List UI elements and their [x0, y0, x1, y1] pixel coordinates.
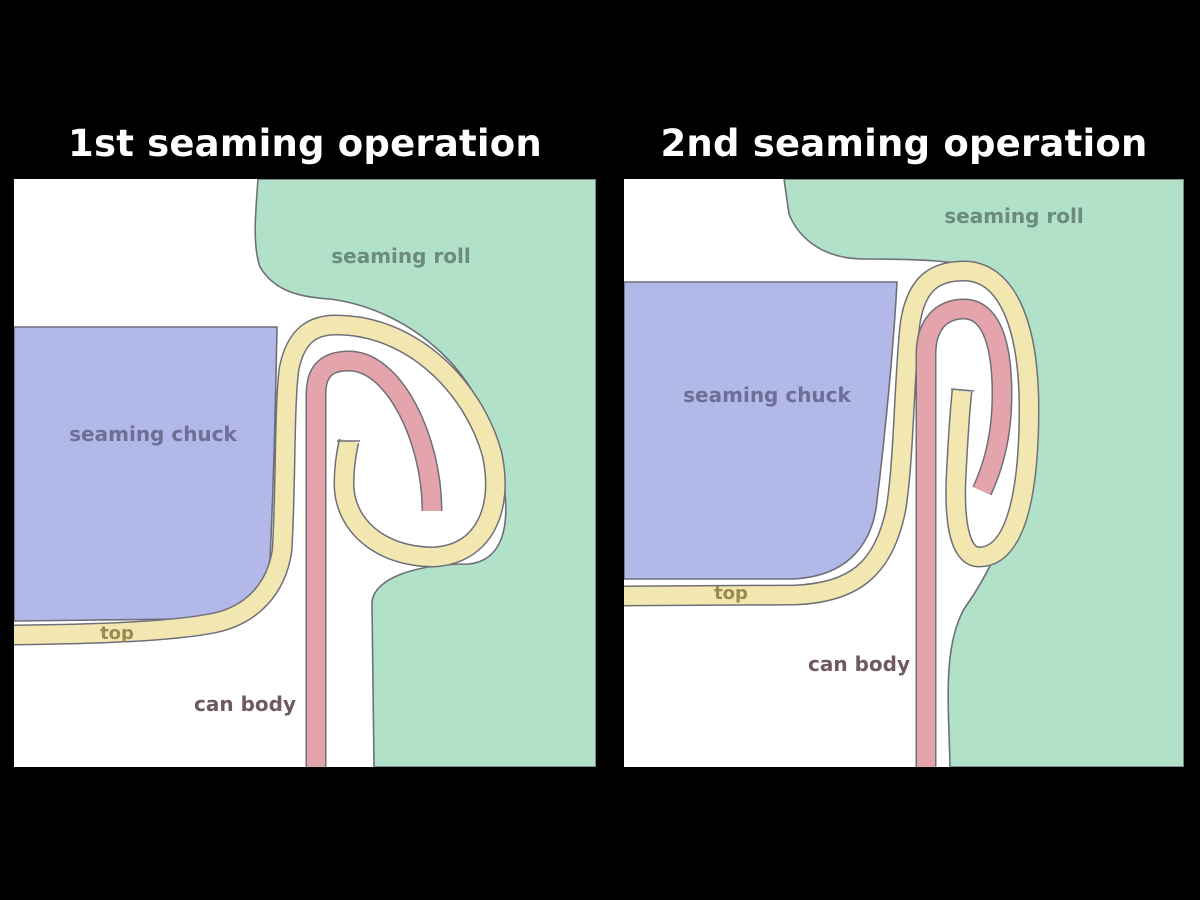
can-body-label: can body [194, 692, 296, 716]
top-label: top [100, 623, 134, 644]
can-body-label: can body [808, 652, 910, 676]
panel-1st-seaming: seaming roll seaming chuck top can body [14, 179, 596, 767]
seaming-chuck-label: seaming chuck [69, 422, 237, 446]
panel-2nd-seaming: seaming roll seaming chuck top can body [624, 179, 1184, 767]
can-body-shape [307, 352, 441, 767]
panel-1-title: 1st seaming operation [68, 122, 542, 165]
top-shape [624, 262, 1038, 605]
seaming-chuck-shape [624, 281, 898, 580]
seaming-chuck-shape [14, 326, 278, 622]
diagram-2nd-seaming: seaming roll seaming chuck top can body [624, 179, 1184, 767]
top-flange-end [950, 388, 975, 392]
can-body-shape [917, 300, 1011, 767]
seaming-chuck-label: seaming chuck [683, 383, 851, 407]
top-label: top [714, 583, 748, 604]
panel-2-title: 2nd seaming operation [660, 122, 1148, 165]
seaming-roll-label: seaming roll [944, 204, 1084, 228]
top-shape [14, 316, 505, 644]
seaming-roll-label: seaming roll [331, 244, 471, 268]
diagram-1st-seaming: seaming roll seaming chuck top can body [14, 179, 596, 767]
